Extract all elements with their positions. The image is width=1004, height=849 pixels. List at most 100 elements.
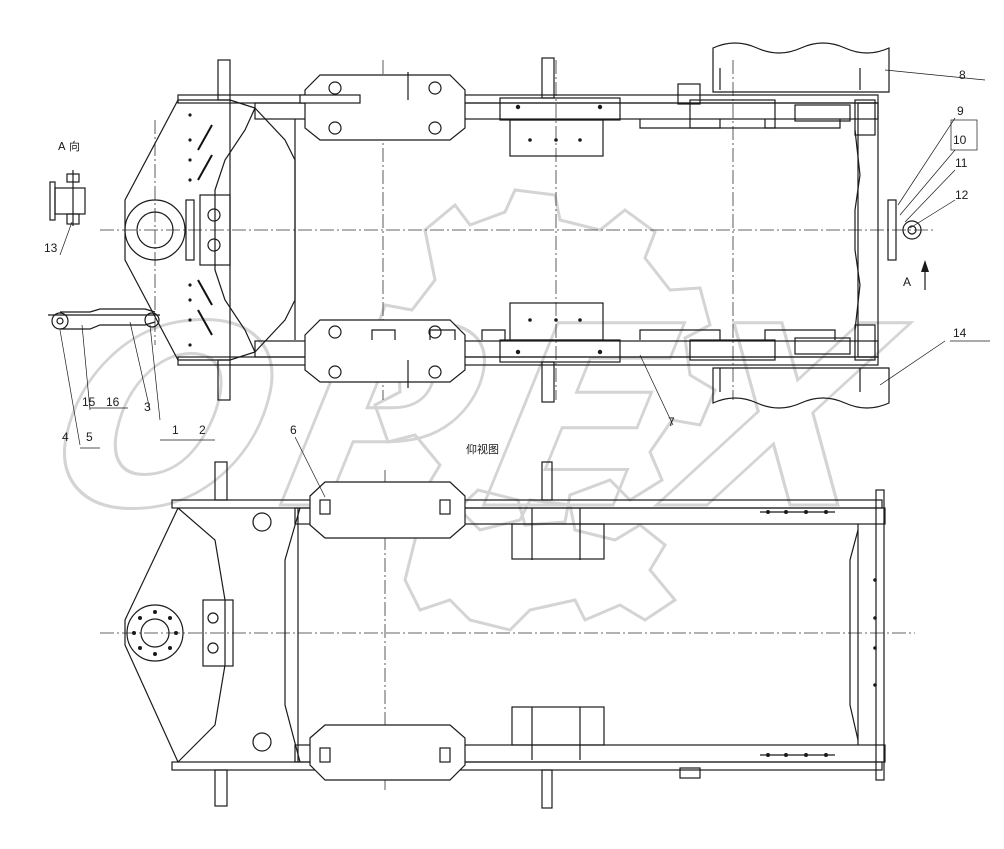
- bracket-lower-dots: [515, 318, 603, 355]
- callout-3: 3: [144, 400, 151, 414]
- callout-11: 11: [955, 156, 968, 170]
- callout-16: 16: [106, 395, 120, 409]
- bottom-hub-bolts: [132, 610, 178, 656]
- rear-bracket-bottom: [854, 324, 876, 361]
- rear-bracket-top: [854, 99, 876, 136]
- right-small-bracket-lower: [794, 337, 851, 355]
- bottom-clamp-slot-2: [439, 499, 451, 515]
- bottom-rear-curve: [849, 529, 859, 741]
- bottom-clamp-slot-3: [319, 747, 331, 763]
- break-panel-top: [712, 42, 890, 93]
- drawbar-eye-left-inner: [56, 317, 64, 325]
- callout-6: 6: [290, 423, 297, 437]
- bottom-clamp-slot-4: [439, 747, 451, 763]
- slot-4: [197, 309, 213, 336]
- hub-outer-circle: [124, 199, 186, 261]
- callout-13: 13: [44, 241, 58, 255]
- callout-9: 9: [957, 104, 964, 118]
- leader-lines: [59, 69, 990, 498]
- clamp-bolt-8: [428, 325, 442, 339]
- bottom-mid-plate-upper: [511, 523, 605, 560]
- callout-2: 2: [199, 423, 206, 437]
- drawbar-eye-right: [144, 312, 160, 328]
- bottom-front-curve: [284, 507, 301, 763]
- bracket-lower-plate: [509, 302, 604, 341]
- slot-3: [197, 279, 213, 306]
- bracket-upper-dots: [515, 104, 603, 142]
- bottom-hub-bolt-b: [207, 642, 219, 654]
- mid-lug-top: [541, 57, 555, 99]
- callout-5: 5: [86, 430, 93, 444]
- clamp-bolt-5: [328, 365, 342, 379]
- watermark-gear-icon: [370, 188, 717, 527]
- callout-4: 4: [62, 430, 69, 444]
- bottom-pivot-lower: [252, 732, 272, 752]
- slot-2: [197, 154, 213, 181]
- drawbar-arm: [60, 308, 156, 330]
- rear-pin-outer: [902, 220, 922, 240]
- clamp-bolt-1: [328, 81, 342, 95]
- bottom-small-bracket: [679, 767, 701, 779]
- callout-10: 10: [953, 133, 967, 147]
- bottom-clamp-lower: [309, 724, 466, 781]
- top-view: [48, 42, 935, 409]
- drawbar-eye-left: [51, 312, 69, 330]
- callout-7: 7: [668, 415, 675, 429]
- callout-8: 8: [959, 68, 966, 82]
- callout-14: 14: [953, 326, 967, 340]
- bottom-view-caption: 仰视图: [466, 442, 499, 456]
- rear-hitch-plate: [887, 199, 897, 261]
- detail-a-view: [49, 170, 86, 226]
- callout-labels: 8 9 10 11 12 14 7 6 13 15 16 3 1 2 4 5 A…: [44, 68, 978, 456]
- callout-12: 12: [955, 188, 969, 202]
- watermark-gear-icon-lower: [403, 498, 678, 632]
- arrow-a-label: A: [903, 275, 911, 289]
- hub-bolt-2: [207, 238, 221, 252]
- bottom-mid-plate-lower: [511, 706, 605, 746]
- callout-15: 15: [82, 395, 96, 409]
- bottom-lug: [217, 359, 231, 401]
- bottom-lug-top: [214, 461, 228, 501]
- right-tab-upper: [677, 83, 701, 105]
- bottom-clamp-upper: [309, 481, 466, 539]
- clamp-bolt-7: [328, 325, 342, 339]
- bottom-rear-dots: [873, 578, 877, 687]
- hub-flange: [185, 199, 195, 261]
- upper-rail: [177, 94, 879, 104]
- clamp-bolt-2: [428, 81, 442, 95]
- clamp-plate-upper: [304, 74, 466, 141]
- callout-1: 1: [172, 423, 179, 437]
- clamp-plate-lower: [304, 319, 466, 383]
- clamp-bolt-6: [428, 365, 442, 379]
- right-bracket-lower: [689, 339, 776, 361]
- rear-pin-inner: [907, 225, 917, 235]
- bottom-clamp-slot-1: [319, 499, 331, 515]
- rear-end-frame: [857, 102, 879, 358]
- hub-inner-circle: [136, 211, 174, 249]
- bottom-rivet-dots-upper: [766, 510, 828, 514]
- bottom-lower-rail: [171, 761, 883, 771]
- bottom-hub-bracket: [202, 599, 234, 667]
- top-lug: [217, 59, 231, 101]
- front-hitch-inner-2: [214, 107, 256, 353]
- right-bracket-upper: [689, 99, 776, 129]
- bottom-mid-lug-top: [541, 461, 553, 501]
- bottom-hub-inner: [140, 618, 170, 648]
- bottom-rivet-dots-lower: [766, 753, 828, 757]
- bottom-rear-end: [875, 489, 885, 781]
- slot-1: [197, 124, 213, 151]
- watermark: OPEX: [29, 188, 933, 632]
- right-small-bracket-upper: [794, 104, 851, 122]
- clamp-bolt-3: [328, 121, 342, 135]
- clamp-bolt-4: [428, 121, 442, 135]
- bottom-lug-bottom: [214, 769, 228, 807]
- bottom-mid-lug-bottom: [541, 769, 553, 809]
- bottom-hub-bolt-a: [207, 612, 219, 624]
- u-clamps-lower: [371, 329, 836, 340]
- callout-10-frame: [950, 119, 978, 151]
- bracket-upper-plate: [509, 119, 604, 157]
- rear-end-curve: [854, 129, 861, 331]
- break-panel-bottom: [712, 367, 890, 409]
- hub-bracket: [199, 194, 231, 266]
